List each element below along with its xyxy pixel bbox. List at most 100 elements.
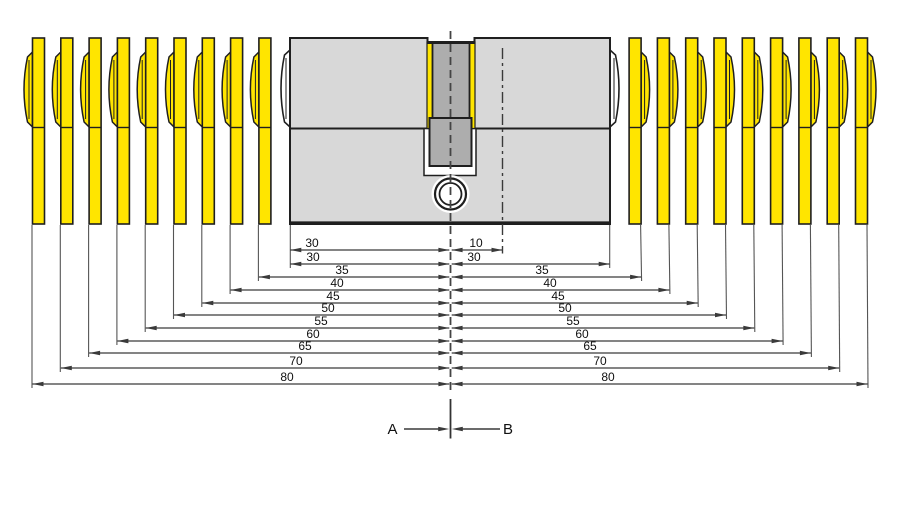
extension-bar xyxy=(164,37,187,319)
arrowhead-right-icon xyxy=(438,300,450,306)
bar-end-cap xyxy=(668,50,679,129)
extension-bar-body xyxy=(201,37,216,225)
bar-end-cap xyxy=(108,50,119,129)
arrowhead-right-icon xyxy=(438,426,450,432)
extension-line xyxy=(781,224,784,346)
extension-bar-body xyxy=(854,37,869,225)
arrowhead-left-icon xyxy=(174,312,185,318)
arrowhead-right-icon xyxy=(799,350,811,356)
extension-bar xyxy=(23,37,46,388)
extension-bars-left xyxy=(23,37,272,388)
dimension-label-right: 70 xyxy=(593,354,607,368)
dimension-label-right: 65 xyxy=(583,339,597,353)
dimension-row: 55 55 xyxy=(145,314,755,331)
bar-end-cap xyxy=(810,50,821,129)
extension-bar xyxy=(249,37,272,281)
arrowhead-left-icon xyxy=(451,381,463,387)
extension-bar-body xyxy=(31,37,46,225)
extension-bar-body xyxy=(684,37,699,225)
arrowhead-right-icon xyxy=(598,261,610,267)
bar-end-cap xyxy=(696,50,707,129)
extension-bar xyxy=(193,37,216,307)
bar-end-cap xyxy=(725,50,736,129)
arrowhead-left-icon xyxy=(32,381,44,387)
cylinder xyxy=(280,37,620,225)
dimension-label-left: 45 xyxy=(326,289,340,303)
extension-line xyxy=(809,224,812,358)
arrowhead-right-icon xyxy=(438,338,450,344)
extension-bar xyxy=(108,37,131,345)
arrowhead-left-icon xyxy=(451,261,463,267)
arrowhead-right-icon xyxy=(630,274,642,280)
extension-bar-body xyxy=(88,37,102,225)
dimension-label-left: 55 xyxy=(314,314,328,328)
extension-bar-body xyxy=(798,37,812,225)
barrel-left xyxy=(289,37,429,130)
arrowhead-left-icon xyxy=(89,350,101,356)
arrowhead-right-icon xyxy=(438,365,450,371)
extension-bar-body xyxy=(713,37,727,225)
arrowhead-left-icon xyxy=(451,365,463,371)
dimension-label-left: 50 xyxy=(321,301,335,315)
arrowhead-right-icon xyxy=(491,247,503,253)
dimension-label-right: 60 xyxy=(575,327,589,341)
extension-line xyxy=(696,224,699,308)
extension-bars-right xyxy=(628,37,877,389)
dimension-label-left: 35 xyxy=(335,263,349,277)
barrel-right xyxy=(473,37,611,130)
cam-driver xyxy=(431,41,471,119)
bar-end-cap xyxy=(164,50,175,129)
extension-line xyxy=(838,224,841,373)
extension-bar-body xyxy=(59,37,74,225)
dimension-label-right: 55 xyxy=(566,314,580,328)
extension-bar xyxy=(221,37,244,294)
dimension-label-right: 30 xyxy=(467,250,481,264)
arrowhead-left-icon xyxy=(60,365,72,371)
arrowhead-right-icon xyxy=(828,365,840,371)
arrowhead-left-icon xyxy=(258,274,270,280)
arrowhead-right-icon xyxy=(658,287,670,293)
bar-end-cap xyxy=(866,50,877,129)
arrowhead-right-icon xyxy=(715,312,726,318)
extension-bar xyxy=(684,37,707,308)
arrowhead-left-icon xyxy=(451,338,463,344)
arrowhead-left-icon xyxy=(451,426,463,432)
extension-bar xyxy=(656,37,679,295)
arrowhead-right-icon xyxy=(743,325,755,331)
arrowhead-right-icon xyxy=(686,300,698,306)
extension-bar-body xyxy=(769,37,784,225)
extension-bar xyxy=(826,37,849,373)
extension-line xyxy=(640,224,643,282)
dimension-label-right: 45 xyxy=(551,289,565,303)
bar-end-cap xyxy=(221,50,232,129)
arrowhead-left-icon xyxy=(202,300,214,306)
extension-line xyxy=(724,224,728,320)
side-a-label: A xyxy=(387,421,397,438)
dimension-label-right: 10 xyxy=(469,236,483,250)
extension-bar-body xyxy=(173,37,187,225)
arrowhead-right-icon xyxy=(771,338,783,344)
side-b-label: B xyxy=(503,421,513,438)
bar-end-cap xyxy=(838,50,849,129)
dimension-label-left: 65 xyxy=(298,339,312,353)
extension-bar xyxy=(798,37,821,358)
extension-bar xyxy=(769,37,792,346)
dimension-label-right: 50 xyxy=(558,301,572,315)
arrowhead-right-icon xyxy=(438,261,450,267)
dimension-label-left: 40 xyxy=(330,276,344,290)
dimension-row: 65 65 xyxy=(89,339,811,356)
dimension-label-right: 80 xyxy=(601,370,615,384)
arrowhead-left-icon xyxy=(451,350,463,356)
bar-end-cap xyxy=(51,50,62,129)
bar-end-cap xyxy=(781,50,792,129)
bar-end-cap xyxy=(136,50,147,129)
arrowhead-right-icon xyxy=(438,381,450,387)
extension-bar xyxy=(741,37,764,333)
bar-end-cap xyxy=(753,50,764,129)
extension-line xyxy=(753,224,756,333)
